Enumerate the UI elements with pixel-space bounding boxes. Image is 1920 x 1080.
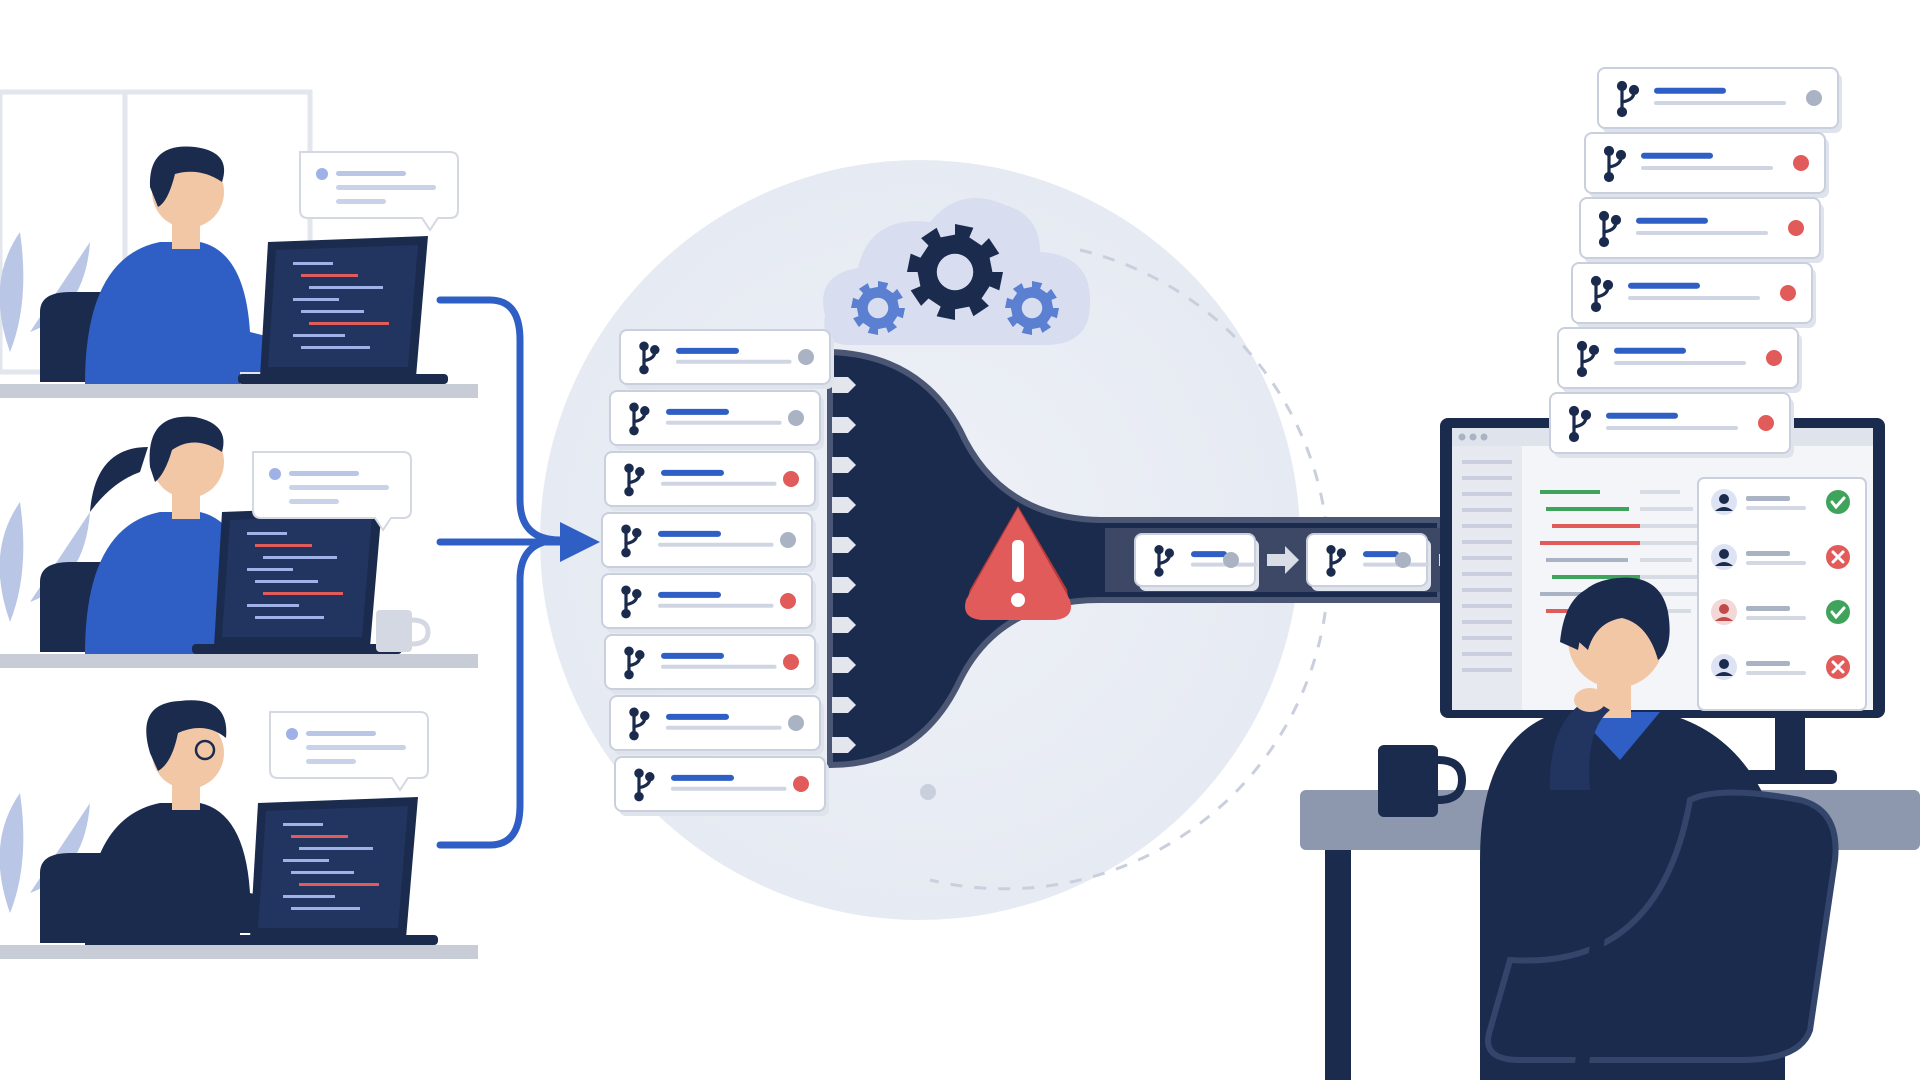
queued-pr-card (614, 756, 829, 816)
backlog-pr-card (1597, 67, 1842, 133)
backlog-pr-card (1579, 197, 1824, 263)
review-row (1711, 489, 1850, 515)
status-dot (780, 593, 796, 609)
queued-pr-card (609, 695, 824, 755)
mug-icon (376, 610, 431, 652)
queued-pr-card (604, 634, 819, 694)
branch-icon (639, 341, 660, 375)
status-dot (793, 776, 809, 792)
branch-icon (1576, 340, 1600, 378)
queued-pr-card (601, 573, 816, 633)
pipe-pr-card (1134, 533, 1259, 591)
queued-pr-card (601, 512, 816, 572)
backlog-pr-card (1557, 327, 1802, 393)
status-dot (780, 532, 796, 548)
developer (0, 416, 478, 668)
gear-icon (1005, 281, 1059, 335)
status-dot (1223, 552, 1239, 568)
status-dot (1766, 350, 1782, 366)
arrow-right-icon (832, 377, 856, 393)
branch-icon (629, 707, 650, 741)
branch-icon (1616, 80, 1640, 118)
branch-icon (621, 585, 642, 619)
arrow-right-icon (832, 737, 856, 753)
developer (0, 146, 478, 398)
review-row (1711, 544, 1850, 570)
status-dot (1780, 285, 1796, 301)
branch-icon (634, 768, 655, 802)
review-panel (1697, 477, 1867, 711)
arrow-right-icon (832, 457, 856, 473)
warning-icon (965, 506, 1071, 620)
developer (0, 700, 478, 959)
arrow-right-icon (832, 577, 856, 593)
review-row (1711, 599, 1850, 625)
arrow-right-icon (560, 522, 600, 562)
branch-icon (1326, 544, 1347, 577)
status-dot (788, 715, 804, 731)
backlog-pr-card (1549, 392, 1794, 458)
arrow-right-icon (832, 417, 856, 433)
arrow-right-icon (832, 537, 856, 553)
user-icon (1711, 654, 1737, 680)
arrow-right-icon (1267, 546, 1299, 574)
speech-bubble (299, 151, 459, 232)
queued-pr-card (604, 451, 819, 511)
status-dot (1788, 220, 1804, 236)
status-dot (788, 410, 804, 426)
orbit-dot (920, 784, 936, 800)
branch-icon (1568, 405, 1592, 443)
branch-icon (1590, 275, 1614, 313)
arrow-right-icon (832, 697, 856, 713)
user-icon (1711, 544, 1737, 570)
status-dot (1758, 415, 1774, 431)
user-icon (1711, 489, 1737, 515)
branch-icon (621, 524, 642, 558)
status-dot (783, 471, 799, 487)
mug-icon (1378, 745, 1467, 817)
reviewer-chair (1485, 789, 1839, 1080)
branch-icon (1598, 210, 1622, 248)
arrow-right-icon (832, 497, 856, 513)
gear-icon (907, 224, 1003, 320)
branch-icon (1603, 145, 1627, 183)
gear-icon (851, 281, 905, 335)
x-icon (1826, 655, 1850, 679)
queued-pr-card (619, 329, 834, 389)
branch-icon (1154, 544, 1175, 577)
arrow-right-icon (832, 617, 856, 633)
backlog-pr-card (1584, 132, 1829, 198)
status-dot (798, 349, 814, 365)
dashed-orbit (929, 248, 1331, 891)
status-dot (1793, 155, 1809, 171)
status-dot (1395, 552, 1411, 568)
backlog-pr-card (1571, 262, 1816, 328)
user-icon (1711, 599, 1737, 625)
status-dot (1806, 90, 1822, 106)
queued-pr-card (609, 390, 824, 450)
converging-arrows (436, 296, 564, 849)
branch-icon (629, 402, 650, 436)
speech-bubble (252, 451, 412, 532)
status-dot (783, 654, 799, 670)
check-icon (1826, 490, 1850, 514)
branch-icon (624, 463, 645, 497)
x-icon (1826, 545, 1850, 569)
check-icon (1826, 600, 1850, 624)
pipe-pr-card (1306, 533, 1431, 591)
arrow-right-icon (832, 657, 856, 673)
review-row (1711, 654, 1850, 680)
branch-icon (624, 646, 645, 680)
speech-bubble (269, 711, 429, 792)
